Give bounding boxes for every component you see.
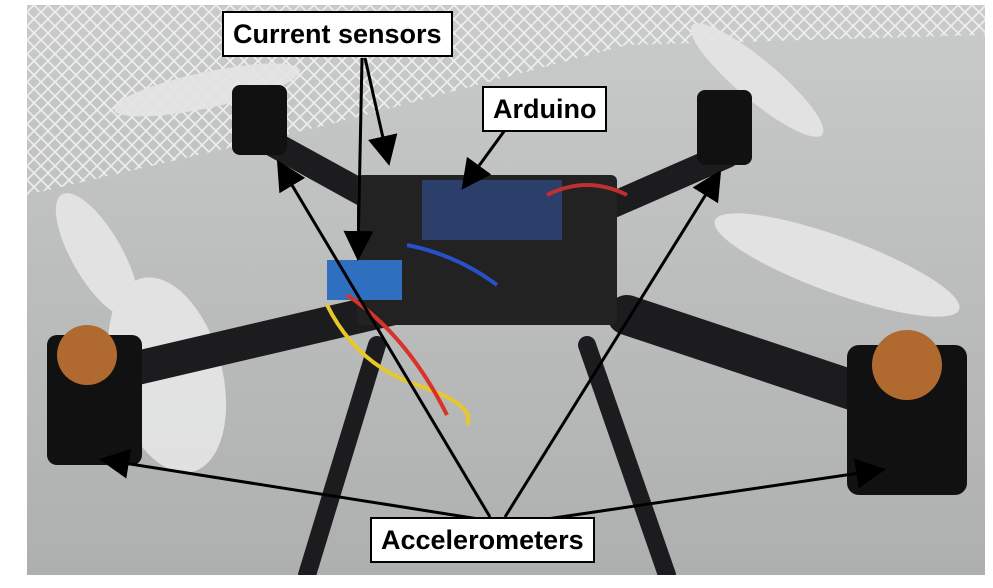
label-accelerometers: Accelerometers [370, 517, 595, 563]
label-current-sensors: Current sensors [222, 11, 453, 57]
label-arduino: Arduino [482, 86, 608, 132]
motors [47, 85, 967, 495]
